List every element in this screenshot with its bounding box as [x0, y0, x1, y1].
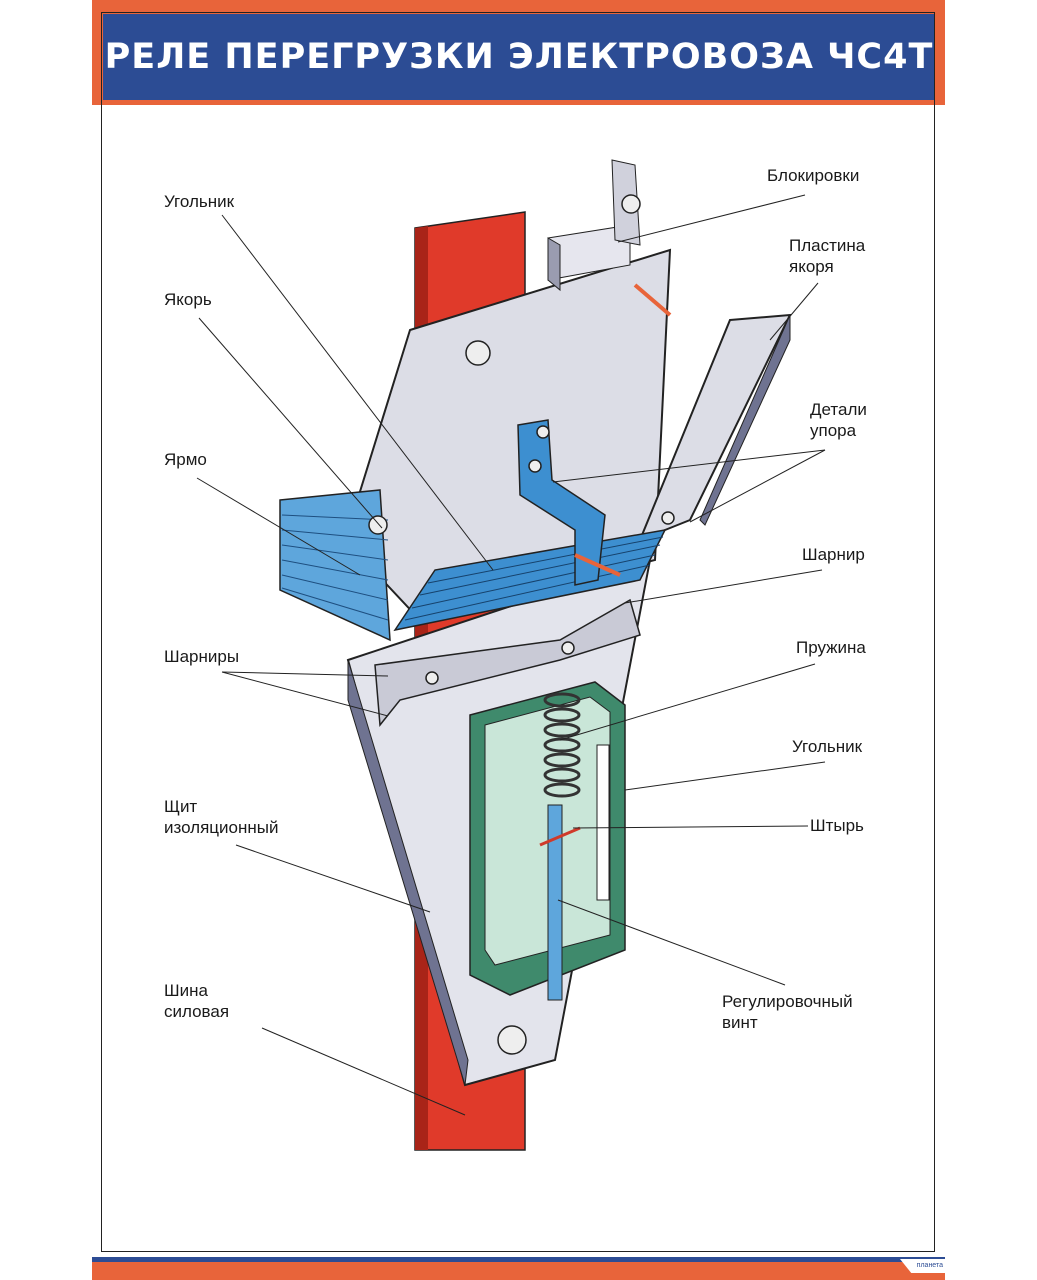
label-yarmo: Ярмо [164, 450, 207, 469]
label-ugolnik-right: Угольник [792, 737, 863, 756]
label-vint: Регулировочный винт [722, 992, 853, 1032]
leader-lines [196, 194, 826, 1116]
footer-stripe-orange [92, 1262, 945, 1280]
hinge-bracket [374, 598, 641, 727]
label-ugolnik-top: Угольник [164, 192, 235, 211]
label-shchit: Щит изоляционный [164, 797, 279, 837]
label-yakor: Якорь [164, 290, 212, 309]
label-pruzhina: Пружина [796, 638, 866, 657]
yoke [279, 489, 391, 642]
poster-title: РЕЛЕ ПЕРЕГРУЗКИ ЭЛЕКТРОВОЗА ЧС4Т [104, 37, 934, 77]
spring [543, 692, 581, 798]
header-divider [92, 101, 945, 105]
footer-stripe-blue [92, 1257, 945, 1262]
label-sharnir: Шарнир [802, 545, 865, 564]
publisher-logo: планета [900, 1259, 945, 1273]
label-sharniry: Шарниры [164, 647, 240, 666]
adjusting-screw [547, 804, 563, 1001]
label-shina: Шина силовая [164, 981, 230, 1021]
anchor-plate [638, 313, 792, 542]
label-shtyr: Штырь [810, 816, 864, 835]
label-blokirovki: Блокировки [767, 166, 860, 185]
label-detali-upora: Детали упора [810, 400, 867, 440]
title-banner: РЕЛЕ ПЕРЕГРУЗКИ ЭЛЕКТРОВОЗА ЧС4Т [103, 14, 935, 100]
label-plastina-yakorya: Пластина якоря [789, 236, 866, 276]
